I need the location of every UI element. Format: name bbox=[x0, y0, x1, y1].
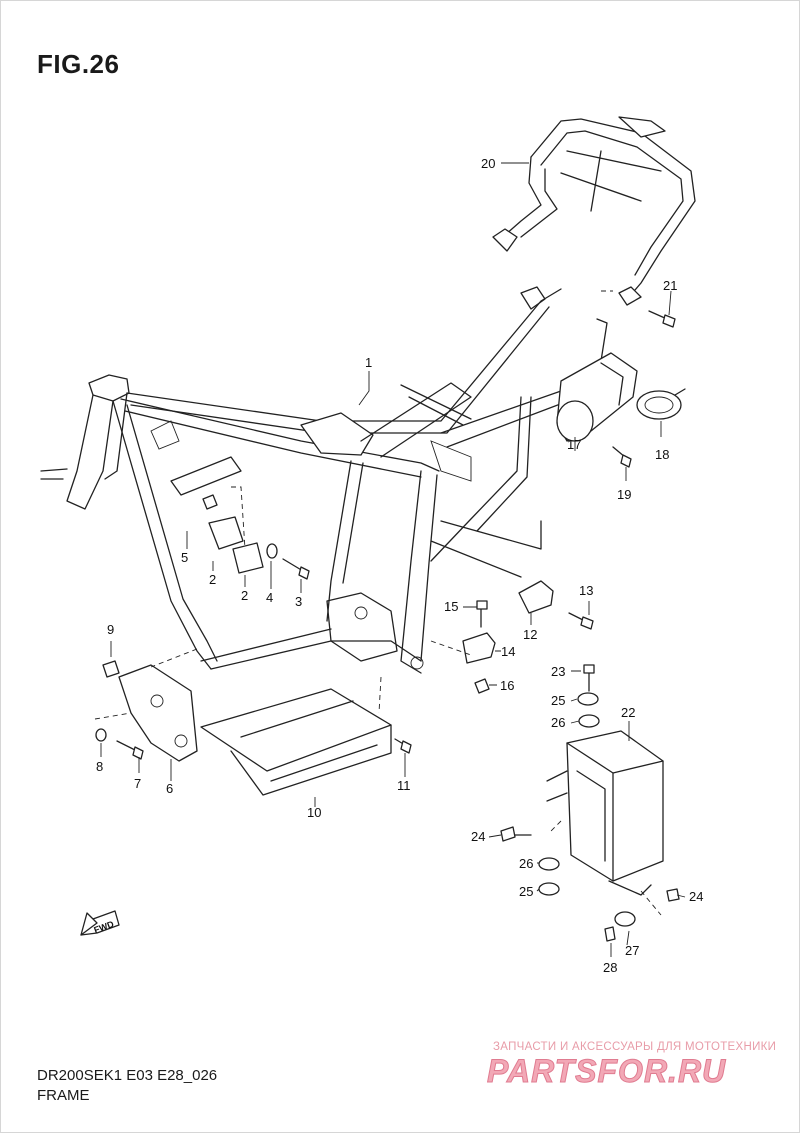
model-code: DR200SEK1 E03 E28_026 bbox=[37, 1067, 218, 1084]
callout-3: 3 bbox=[295, 594, 302, 609]
leader-lines bbox=[94, 162, 686, 957]
small-parts-drawing bbox=[95, 310, 676, 796]
callout-2b: 2 bbox=[241, 588, 248, 603]
callout-13: 13 bbox=[579, 583, 593, 598]
callout-19: 19 bbox=[617, 487, 631, 502]
callout-27: 27 bbox=[625, 943, 639, 958]
callout-17: 17 bbox=[567, 437, 581, 452]
callout-6: 6 bbox=[166, 781, 173, 796]
callout-25b: 25 bbox=[519, 884, 533, 899]
callout-22: 22 bbox=[621, 705, 635, 720]
main-frame-drawing bbox=[40, 286, 608, 674]
callout-24b: 24 bbox=[689, 889, 703, 904]
callout-9: 9 bbox=[107, 622, 114, 637]
callout-4: 4 bbox=[266, 590, 273, 605]
callout-numbers: 1 2 2 3 4 5 6 7 8 9 10 11 12 13 14 15 16… bbox=[96, 156, 703, 975]
air-box-drawing bbox=[556, 352, 686, 442]
callout-8: 8 bbox=[96, 759, 103, 774]
callout-10: 10 bbox=[307, 805, 321, 820]
callout-25a: 25 bbox=[551, 693, 565, 708]
watermark-caption: ЗАПЧАСТИ И АКСЕССУАРЫ ДЛЯ МОТОТЕХНИКИ bbox=[493, 1041, 777, 1053]
callout-16: 16 bbox=[500, 678, 514, 693]
callout-7: 7 bbox=[134, 776, 141, 791]
callout-2a: 2 bbox=[209, 572, 216, 587]
fwd-arrow-icon: FWD bbox=[80, 910, 120, 936]
callout-28: 28 bbox=[603, 960, 617, 975]
callout-26a: 26 bbox=[551, 715, 565, 730]
section-name: FRAME bbox=[37, 1087, 90, 1104]
watermark-logo: PARTSFOR.RU bbox=[486, 1053, 727, 1090]
callout-11: 11 bbox=[397, 778, 411, 793]
callout-5: 5 bbox=[181, 550, 188, 565]
callout-15: 15 bbox=[444, 599, 458, 614]
callout-20: 20 bbox=[481, 156, 495, 171]
callout-26b: 26 bbox=[519, 856, 533, 871]
figure-title: FIG.26 bbox=[37, 49, 120, 79]
callout-23: 23 bbox=[551, 664, 565, 679]
battery-box-drawing bbox=[500, 664, 680, 942]
callout-12: 12 bbox=[523, 627, 537, 642]
callout-21: 21 bbox=[663, 278, 677, 293]
callout-18: 18 bbox=[655, 447, 669, 462]
callout-24a: 24 bbox=[471, 829, 485, 844]
rear-frame-drawing bbox=[492, 116, 696, 306]
callout-14: 14 bbox=[501, 644, 515, 659]
callout-1: 1 bbox=[365, 355, 372, 370]
